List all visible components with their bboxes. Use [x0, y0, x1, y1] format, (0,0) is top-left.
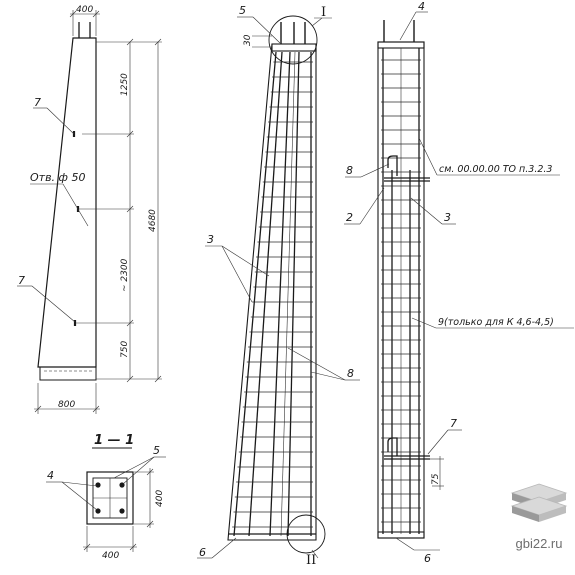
front-callout-8: 8 [346, 164, 353, 177]
side-callout-8: 8 [347, 367, 354, 380]
hook-lower [387, 437, 398, 456]
watermark-site: gbi22.ru [515, 536, 563, 551]
front-callout-4: 4 [418, 0, 425, 13]
side-callout-6: 6 [199, 546, 206, 559]
detail-label-I: I [321, 5, 326, 20]
front-top-plate [377, 41, 425, 49]
detail-label-II: II [306, 553, 316, 568]
dim-bottom-width: 800 [58, 400, 75, 410]
column-outline [37, 37, 97, 368]
detail-circle-I [268, 15, 318, 65]
dim-top-width: 400 [76, 5, 93, 15]
dim-750: 750 [120, 341, 130, 358]
front-callout-3: 3 [444, 211, 451, 224]
front-callout-7: 7 [450, 417, 457, 430]
top-plate [271, 43, 317, 52]
watermark: gbi22.ru [506, 478, 572, 570]
long-bar [248, 51, 283, 537]
callout-7-lower: 7 [18, 274, 25, 287]
front-callout-6: 6 [424, 552, 431, 565]
section-title: 1 — 1 [94, 433, 134, 448]
section-callout-5: 5 [153, 444, 160, 457]
section-1-1: 1 — 1 4 5 400 400 [46, 433, 166, 561]
front-callout-2: 2 [346, 211, 353, 224]
view-reinforcement-side: 30 I II 5 3 8 6 [197, 4, 360, 568]
section-outline [86, 471, 134, 525]
rebar-dot [119, 508, 125, 514]
stirrups-front [381, 59, 421, 523]
dim-4680: 4680 [148, 209, 158, 232]
dim-75: 75 [431, 473, 441, 485]
stirrups-side [232, 61, 313, 528]
side-callout-5: 5 [239, 4, 246, 17]
rebar-dot [95, 482, 101, 488]
view-reinforcement-front: 4 8 см. 00.00.00 ТО п.3.2.3 2 3 9(только… [344, 0, 574, 565]
cage-outline [227, 43, 317, 541]
dim-1250: 1250 [120, 73, 130, 96]
stacked-slabs-icon [510, 483, 568, 522]
side-callout-3: 3 [207, 233, 214, 246]
front-callout-9-note: 9(только для К 4,6-4,5) [438, 317, 554, 328]
view-column-outline: 400 1250 4680 ~ 2300 750 7 Отв. ф 50 7 [17, 5, 162, 414]
long-bar [233, 51, 277, 537]
front-bottom-plate [377, 531, 425, 539]
hole-note: Отв. ф 50 [30, 171, 85, 184]
reference-note: см. 00.00.00 ТО п.3.2.3 [439, 164, 552, 175]
dim-30: 30 [243, 34, 253, 46]
base-plate [39, 367, 97, 381]
section-dim-height: 400 [155, 490, 165, 507]
long-bar [269, 51, 291, 537]
dim-2300: ~ 2300 [120, 258, 130, 292]
section-dim-width: 400 [102, 551, 119, 561]
hook-8 [387, 155, 398, 176]
callout-7-upper: 7 [34, 96, 41, 109]
long-bar [287, 51, 300, 537]
section-callout-4: 4 [47, 469, 54, 482]
